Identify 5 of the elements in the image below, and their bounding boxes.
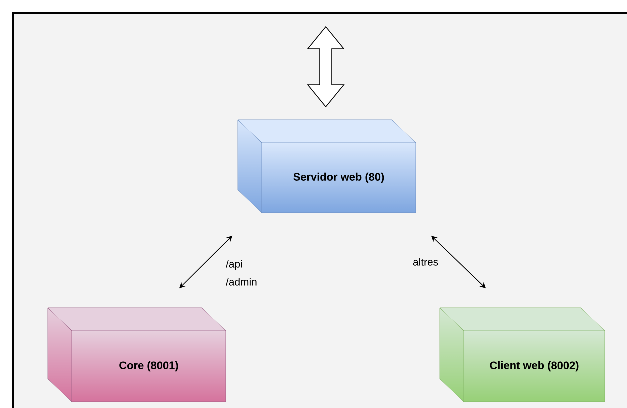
cube-box: Servidor web (80) xyxy=(238,120,416,214)
cube-box: Core (8001) xyxy=(48,308,226,402)
cube-box: Client web (8002) xyxy=(440,308,606,402)
edge-label: altres xyxy=(413,258,438,266)
edge-label: /api /admin xyxy=(226,260,257,286)
